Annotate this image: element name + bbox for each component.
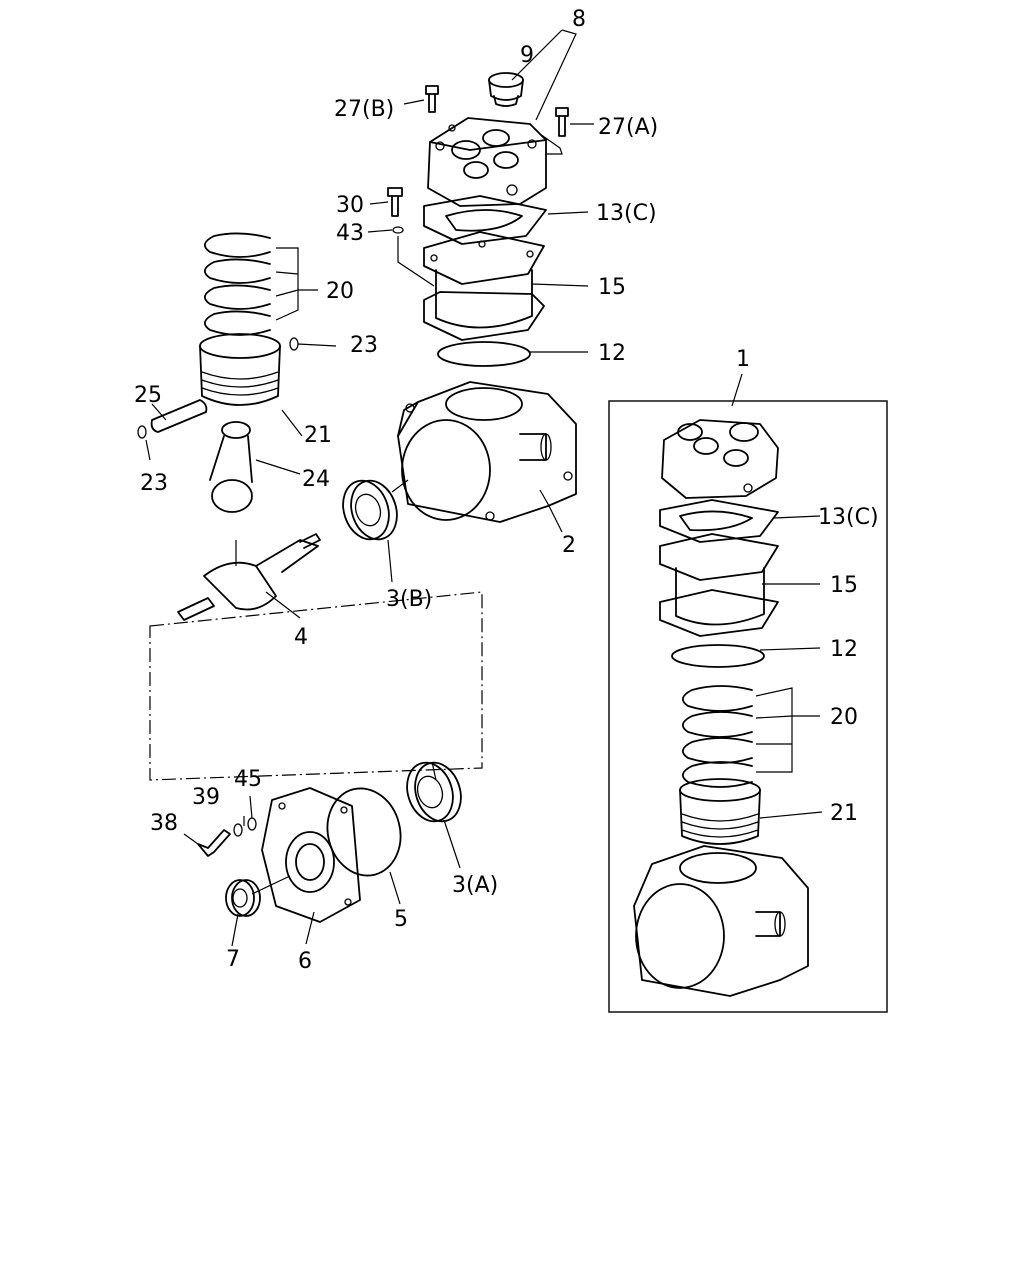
callout-13c-inset: 13(C)	[818, 505, 879, 530]
callout-2: 2	[562, 533, 576, 558]
callout-23-bottom: 23	[140, 471, 168, 496]
piston-pin-25	[150, 399, 208, 433]
inset-o-ring-12	[671, 644, 765, 668]
callout-30: 30	[336, 193, 364, 218]
connecting-rod-24	[209, 421, 253, 513]
inset-head	[661, 419, 779, 499]
bolt-38	[197, 829, 231, 857]
callout-24: 24	[302, 467, 330, 492]
bolt-30	[387, 187, 403, 217]
callout-3b: 3(B)	[386, 587, 432, 612]
callout-3a: 3(A)	[452, 873, 498, 898]
callout-12-inset: 12	[830, 637, 858, 662]
piston-21	[199, 333, 281, 406]
callout-21-inset: 21	[830, 801, 858, 826]
oil-seal-7	[225, 879, 261, 917]
callout-15: 15	[598, 275, 626, 300]
bolt-27b	[425, 85, 439, 113]
inset-crankcase	[633, 845, 809, 997]
callout-8: 8	[572, 7, 586, 32]
assembly-frame	[149, 591, 483, 781]
washer-45	[247, 817, 257, 831]
callout-15-inset: 15	[830, 573, 858, 598]
gasket-13c	[423, 195, 547, 245]
leader-lines	[145, 29, 823, 947]
callout-9: 9	[520, 43, 534, 68]
piston-rings-20	[204, 232, 271, 336]
crankcase-2	[397, 381, 577, 523]
callout-labels: 8 9 27(B) 27(A) 30 43 13(C) 15 12 20 23 …	[134, 7, 879, 974]
callout-4: 4	[294, 625, 308, 650]
o-ring-12	[437, 341, 531, 367]
callout-27a: 27(A)	[598, 115, 658, 140]
callout-7: 7	[226, 947, 240, 972]
washer-43	[392, 226, 404, 234]
assembly-1-frame	[608, 400, 888, 1013]
callout-43: 43	[336, 221, 364, 246]
callout-21: 21	[304, 423, 332, 448]
callout-5: 5	[394, 907, 408, 932]
end-cover-6	[261, 787, 361, 923]
callout-13c: 13(C)	[596, 201, 657, 226]
plug-9	[488, 72, 524, 107]
inset-piston-21	[679, 778, 761, 845]
callout-20: 20	[326, 279, 354, 304]
inset-liner-15	[659, 533, 779, 637]
inset-rings-20	[682, 685, 753, 788]
bearing-3b	[342, 479, 398, 541]
snap-ring-23b	[137, 425, 147, 439]
o-ring-5	[326, 787, 402, 877]
callout-12: 12	[598, 341, 626, 366]
inset-gasket-13c	[659, 499, 779, 543]
crankshaft-4	[177, 533, 321, 621]
cylinder-liner-15	[423, 231, 545, 341]
callout-20-inset: 20	[830, 705, 858, 730]
snap-ring-23a	[289, 337, 299, 351]
washer-39	[233, 823, 243, 837]
callout-38: 38	[150, 811, 178, 836]
cylinder-head	[427, 117, 547, 207]
bolt-27a	[555, 107, 569, 137]
callout-6: 6	[298, 949, 312, 974]
callout-25: 25	[134, 383, 162, 408]
callout-45: 45	[234, 767, 262, 792]
callout-27b: 27(B)	[334, 97, 394, 122]
bearing-3a	[406, 761, 462, 823]
callout-23-top: 23	[350, 333, 378, 358]
callout-1: 1	[736, 347, 750, 372]
callout-39: 39	[192, 785, 220, 810]
